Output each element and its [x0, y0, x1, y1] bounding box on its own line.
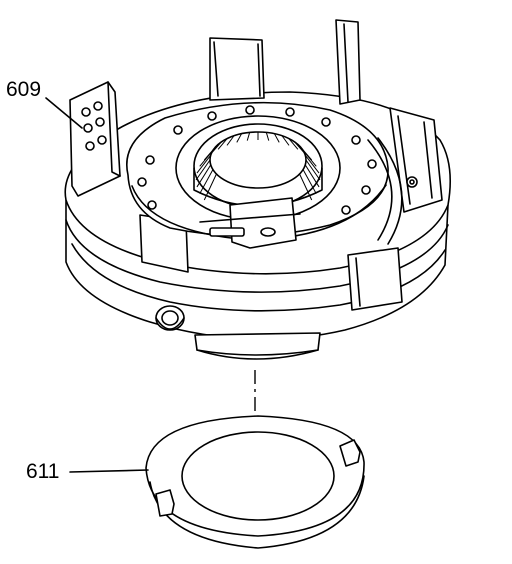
- callout-611: 611: [26, 460, 149, 483]
- housing-tab-back-right: [335, 19, 361, 105]
- housing-tab-left: [69, 81, 121, 197]
- washer-tab-left: [155, 489, 175, 517]
- spline-tooth: [226, 135, 235, 146]
- callout-609: 609: [6, 78, 83, 129]
- spline-tooth: [246, 132, 251, 141]
- washer-tab-right: [339, 439, 361, 467]
- spline-tooth: [304, 154, 320, 174]
- spline-tooth: [273, 133, 280, 143]
- spline-tooth: [236, 133, 243, 143]
- snap-ring: [367, 139, 393, 241]
- spline-tooth: [305, 159, 321, 181]
- bolt-holes: [137, 105, 377, 215]
- housing-tab-front-right: [347, 247, 403, 311]
- spline-tooth: [281, 135, 290, 146]
- splined-hub: [175, 115, 341, 221]
- spline-tooth: [196, 164, 212, 188]
- spline-tooth: [299, 173, 313, 201]
- spline-tooth: [199, 169, 214, 194]
- spline-tooth: [203, 173, 217, 201]
- housing-tab-back: [209, 37, 265, 101]
- spline-tooth: [265, 132, 270, 141]
- thrust-washer: [145, 415, 365, 549]
- leader-line-609: [45, 97, 83, 129]
- side-port-hole: [155, 305, 185, 331]
- spline-tooth: [302, 169, 317, 194]
- spline-tooth: [288, 138, 299, 150]
- leader-line-611: [69, 469, 149, 473]
- spline-tooth: [304, 164, 320, 188]
- retainer-clip: [229, 197, 297, 249]
- callout-label-611: 611: [26, 460, 59, 483]
- spline-tooth: [196, 154, 212, 174]
- spline-tooth: [195, 159, 211, 181]
- spline-tooth: [217, 138, 228, 150]
- callout-label-609: 609: [6, 78, 41, 101]
- clutch-housing-assembly: [64, 19, 452, 360]
